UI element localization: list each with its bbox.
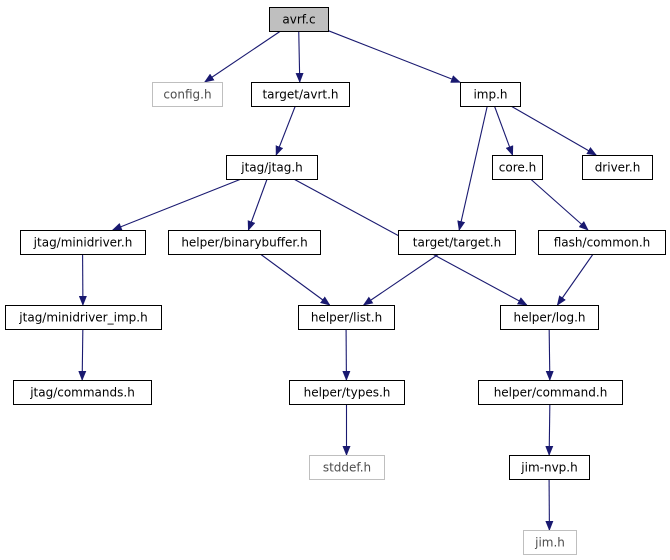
edge-imp-to-core: [493, 105, 514, 156]
edge-arrow: [111, 178, 242, 231]
node-box: [20, 230, 146, 255]
edge-jtag_jtag-to-jtag_minidriver: [111, 178, 242, 231]
node-jtag-commands[interactable]: jtag/commands.h: [13, 380, 152, 405]
edge-jtag_minidriver_imp-to-jtag_commands: [78, 328, 87, 381]
edge-core-to-flash_common: [530, 178, 589, 231]
edge-jtag_jtag-to-helper_binarybuffer: [247, 178, 268, 231]
node-label: helper/binarybuffer.h: [181, 236, 307, 250]
node-box: [478, 380, 623, 405]
edge-arrow: [545, 403, 554, 456]
edge-arrow: [556, 253, 594, 306]
node-helper-binarybuffer[interactable]: helper/binarybuffer.h: [168, 230, 321, 255]
edge-imp-to-driver: [510, 105, 597, 156]
edges-layer: [78, 30, 597, 531]
node-jim[interactable]: jim.h: [523, 530, 577, 555]
node-box: [226, 155, 318, 180]
nodes-layer: avrf.c config.h target/avrt.h imp.h jtag/jta…: [5, 7, 666, 555]
node-label: stddef.h: [323, 461, 371, 475]
node-label: jtag/minidriver_imp.h: [18, 311, 147, 325]
edge-target_avrt-to-jtag_jtag: [275, 105, 296, 156]
edge-arrow: [530, 178, 589, 231]
node-config[interactable]: config.h: [152, 82, 223, 107]
node-box: [523, 530, 577, 555]
edge-avrf-to-target_avrt: [295, 30, 304, 83]
node-box: [500, 305, 599, 330]
node-helper-list[interactable]: helper/list.h: [298, 305, 395, 330]
node-label: jtag/commands.h: [29, 386, 135, 400]
node-label: flash/common.h: [554, 236, 651, 250]
edge-arrow: [204, 30, 281, 83]
edge-helper_log-to-helper_command: [545, 328, 554, 381]
node-jtag-minidriver[interactable]: jtag/minidriver.h: [20, 230, 146, 255]
node-box: [5, 305, 162, 330]
node-avrf[interactable]: avrf.c: [269, 7, 329, 32]
node-label: imp.h: [473, 88, 507, 102]
node-jim-nvp[interactable]: jim-nvp.h: [509, 455, 590, 480]
node-label: config.h: [163, 88, 211, 102]
node-box: [152, 82, 223, 107]
node-label: target/target.h: [413, 236, 501, 250]
node-box: [398, 230, 516, 255]
node-label: helper/log.h: [513, 311, 585, 325]
node-stddef[interactable]: stddef.h: [309, 455, 385, 480]
node-label: jtag/minidriver.h: [33, 236, 133, 250]
node-box: [460, 82, 521, 107]
edge-flash_common-to-helper_log: [556, 253, 594, 306]
node-jtag-jtag[interactable]: jtag/jtag.h: [226, 155, 318, 180]
edge-arrow: [457, 105, 488, 231]
node-driver[interactable]: driver.h: [582, 155, 653, 180]
node-label: jim-nvp.h: [520, 461, 577, 475]
edge-arrow: [295, 30, 304, 83]
node-box: [269, 7, 329, 32]
node-label: helper/types.h: [304, 386, 391, 400]
node-target-target[interactable]: target/target.h: [398, 230, 516, 255]
node-helper-types[interactable]: helper/types.h: [289, 380, 405, 405]
edge-target_target-to-helper_list: [362, 253, 440, 306]
node-box: [582, 155, 653, 180]
edge-arrow: [327, 30, 461, 83]
node-label: helper/list.h: [311, 311, 382, 325]
node-label: helper/command.h: [494, 386, 608, 400]
node-box: [251, 82, 350, 107]
edge-imp-to-target_target: [457, 105, 488, 231]
node-helper-command[interactable]: helper/command.h: [478, 380, 623, 405]
edge-avrf-to-imp: [327, 30, 461, 83]
node-target-avrt[interactable]: target/avrt.h: [251, 82, 350, 107]
node-label: core.h: [499, 161, 536, 175]
node-label: driver.h: [595, 161, 641, 175]
node-core[interactable]: core.h: [492, 155, 543, 180]
node-box: [289, 380, 405, 405]
node-box: [509, 455, 590, 480]
node-box: [298, 305, 395, 330]
edge-helper_binarybuffer-to-helper_list: [259, 253, 331, 306]
edge-arrow: [545, 328, 554, 381]
node-box: [13, 380, 152, 405]
node-imp[interactable]: imp.h: [460, 82, 521, 107]
edge-arrow: [493, 105, 514, 156]
edge-arrow: [78, 328, 87, 381]
node-jtag-minidriver-imp[interactable]: jtag/minidriver_imp.h: [5, 305, 162, 330]
node-box: [492, 155, 543, 180]
node-label: target/avrt.h: [262, 88, 338, 102]
node-label: avrf.c: [282, 13, 315, 27]
edge-helper_command-to-jim_nvp: [545, 403, 554, 456]
node-box: [538, 230, 666, 255]
edge-avrf-to-config: [204, 30, 281, 83]
edge-arrow: [275, 105, 296, 156]
node-helper-log[interactable]: helper/log.h: [500, 305, 599, 330]
node-box: [309, 455, 385, 480]
node-label: jim.h: [534, 536, 565, 550]
edge-arrow: [247, 178, 268, 231]
edge-arrow: [510, 105, 597, 156]
node-label: jtag/jtag.h: [240, 161, 302, 175]
edge-arrow: [259, 253, 331, 306]
node-flash-common[interactable]: flash/common.h: [538, 230, 666, 255]
edge-arrow: [362, 253, 440, 306]
node-box: [168, 230, 321, 255]
